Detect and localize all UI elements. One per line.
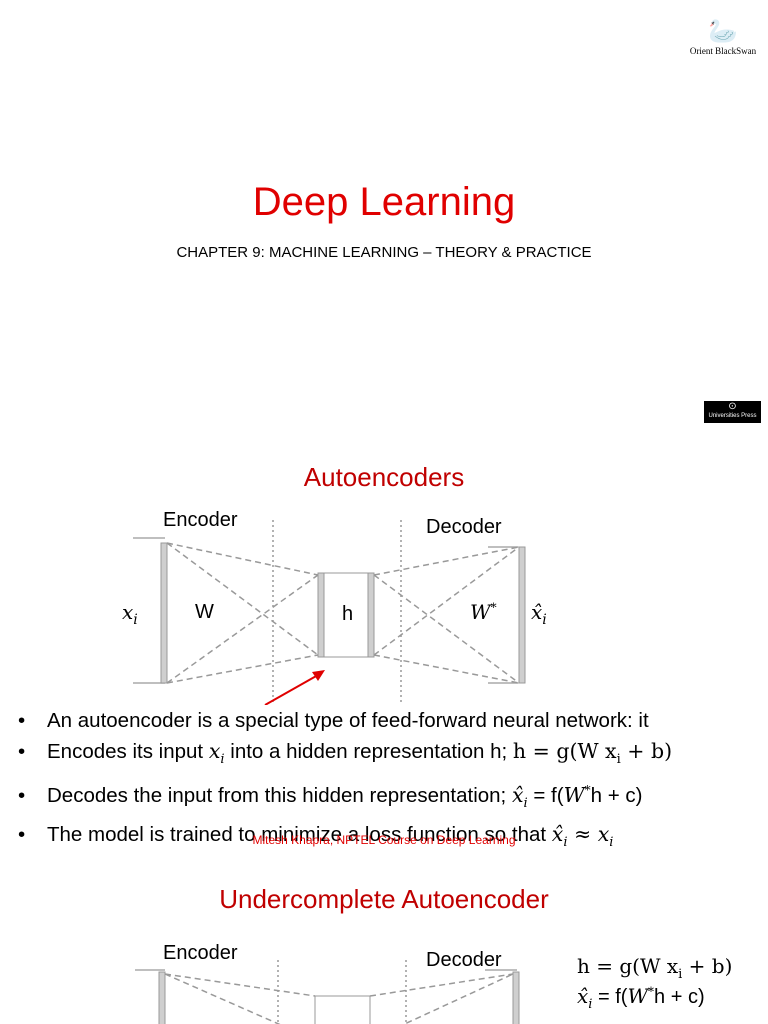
hidden-label: h [342,603,354,625]
output-layer [512,971,520,1024]
output-layer [518,546,526,684]
press-logo-icon: ⊙ [728,401,737,412]
undercomplete-diagram [135,960,520,1024]
list-item: The model is trained to minimize a loss … [18,819,768,858]
encoder-label: Encoder [163,942,238,964]
decoder-label: Decoder [426,516,502,538]
chapter-subtitle: CHAPTER 9: MACHINE LEARNING – THEORY & P… [176,244,592,261]
connections [164,973,514,1024]
weight-label: W [195,601,214,623]
badge-text: Universities Press [708,413,757,419]
slide-title-autoencoders: Autoencoders [303,462,465,492]
publisher-logo: 🦢 Orient BlackSwan [683,18,763,56]
decoder-connections [373,546,520,684]
hidden-arrow-head [312,670,325,681]
hidden-layer-box [314,995,371,1024]
list-item: An autoencoder is a special type of feed… [18,706,768,736]
input-layer [158,971,166,1024]
encoder-label: Encoder [163,509,238,531]
publisher-name: Orient BlackSwan [689,46,757,56]
hidden-layer-left [317,572,325,658]
swan-icon: 🦢 [708,18,738,45]
reconstruction-equation: x̂i = f(W*h + c) [577,984,705,1012]
list-item: Decodes the input from this hidden repre… [18,775,768,819]
page-title: Deep Learning [252,180,516,224]
autoencoder-diagram [133,520,526,705]
autoencoder-bullets: An autoencoder is a special type of feed… [18,706,768,858]
hidden-layer-box [320,572,372,658]
encoder-connections [166,542,319,684]
hidden-equation: h = g(W xi + b) [577,954,733,982]
input-layer [160,542,168,684]
output-label: x̂i [531,600,547,628]
input-label: xi [122,600,138,628]
list-item: Encodes its input xi into a hidden repre… [18,736,768,775]
hidden-layer-right [367,572,375,658]
decoder-weight-label: W* [470,600,497,624]
decoder-label: Decoder [426,949,502,971]
citation: Mitesh Khapra, NPTEL Course on Deep Lear… [252,833,516,847]
hidden-arrow [264,674,319,705]
slide-title-undercomplete: Undercomplete Autoencoder [219,884,549,914]
universities-press-badge: ⊙ Universities Press [704,401,761,423]
